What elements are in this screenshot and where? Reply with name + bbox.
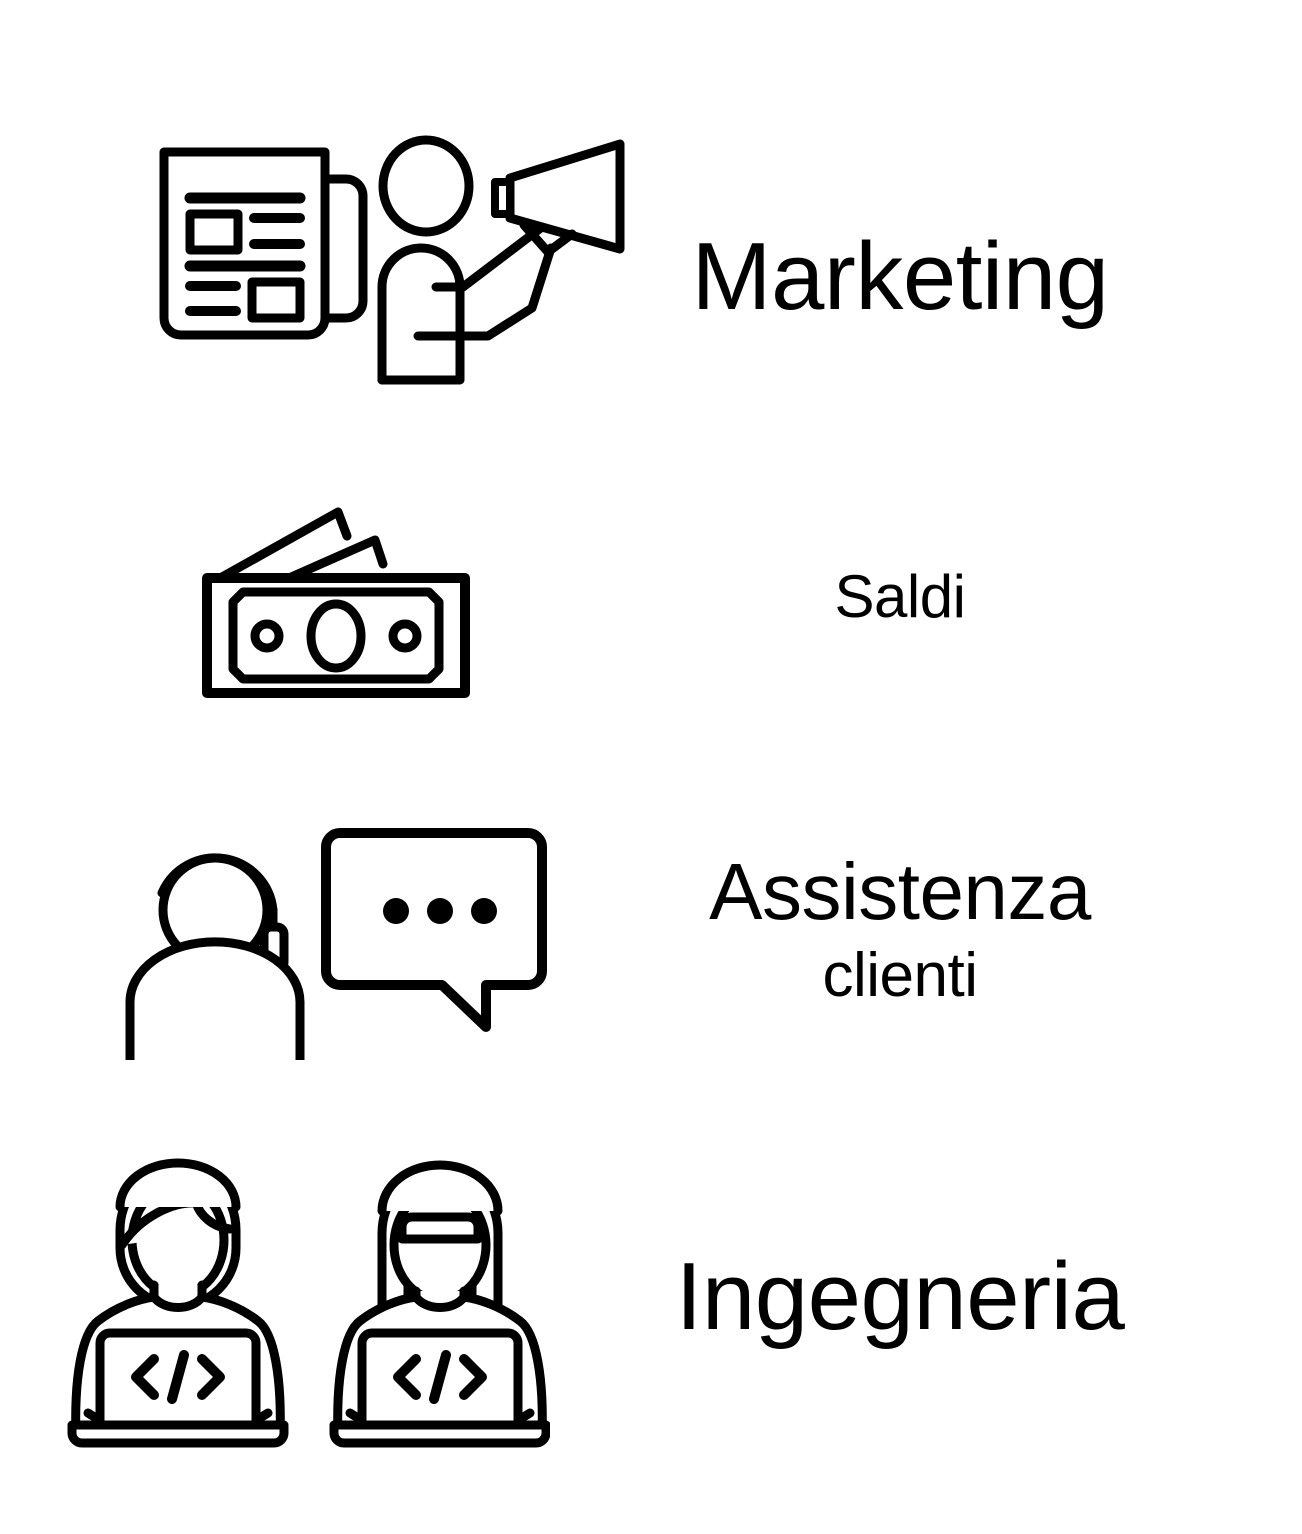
- male-developer-laptop-icon: [67, 1158, 289, 1448]
- chat-dot-2: [427, 898, 453, 924]
- chat-dot-1: [383, 898, 409, 924]
- support-label-line-1: Assistenza: [709, 847, 1091, 936]
- headset-agent-icon: [125, 853, 305, 1060]
- row-engineering: Ingegneria: [0, 1145, 1302, 1455]
- row-marketing: Marketing: [0, 130, 1302, 410]
- support-icon-group: [110, 815, 560, 1060]
- support-label-line-2: clienti: [822, 941, 978, 1011]
- engineering-icon-group: [50, 1145, 550, 1450]
- support-label-block: Assistenza clienti: [620, 845, 1180, 1013]
- person-with-megaphone-icon: [377, 135, 625, 385]
- engineering-label-block: Ingegneria: [620, 1240, 1180, 1353]
- marketing-label: Marketing: [691, 223, 1110, 330]
- engineering-label: Ingegneria: [675, 1243, 1125, 1350]
- chat-bubble-icon: [321, 828, 547, 1032]
- sales-label: Saldi: [834, 563, 966, 630]
- newspaper-icon: [159, 147, 368, 340]
- row-sales: Saldi: [0, 490, 1302, 715]
- sales-icon-group: [195, 490, 495, 705]
- marketing-icon-group: [150, 130, 640, 405]
- female-developer-laptop-icon: [329, 1160, 550, 1448]
- banknotes-icon: [202, 507, 470, 698]
- chat-dot-3: [471, 898, 497, 924]
- marketing-label-block: Marketing: [620, 220, 1180, 333]
- row-support: Assistenza clienti: [0, 815, 1302, 1070]
- sales-label-block: Saldi: [620, 562, 1180, 633]
